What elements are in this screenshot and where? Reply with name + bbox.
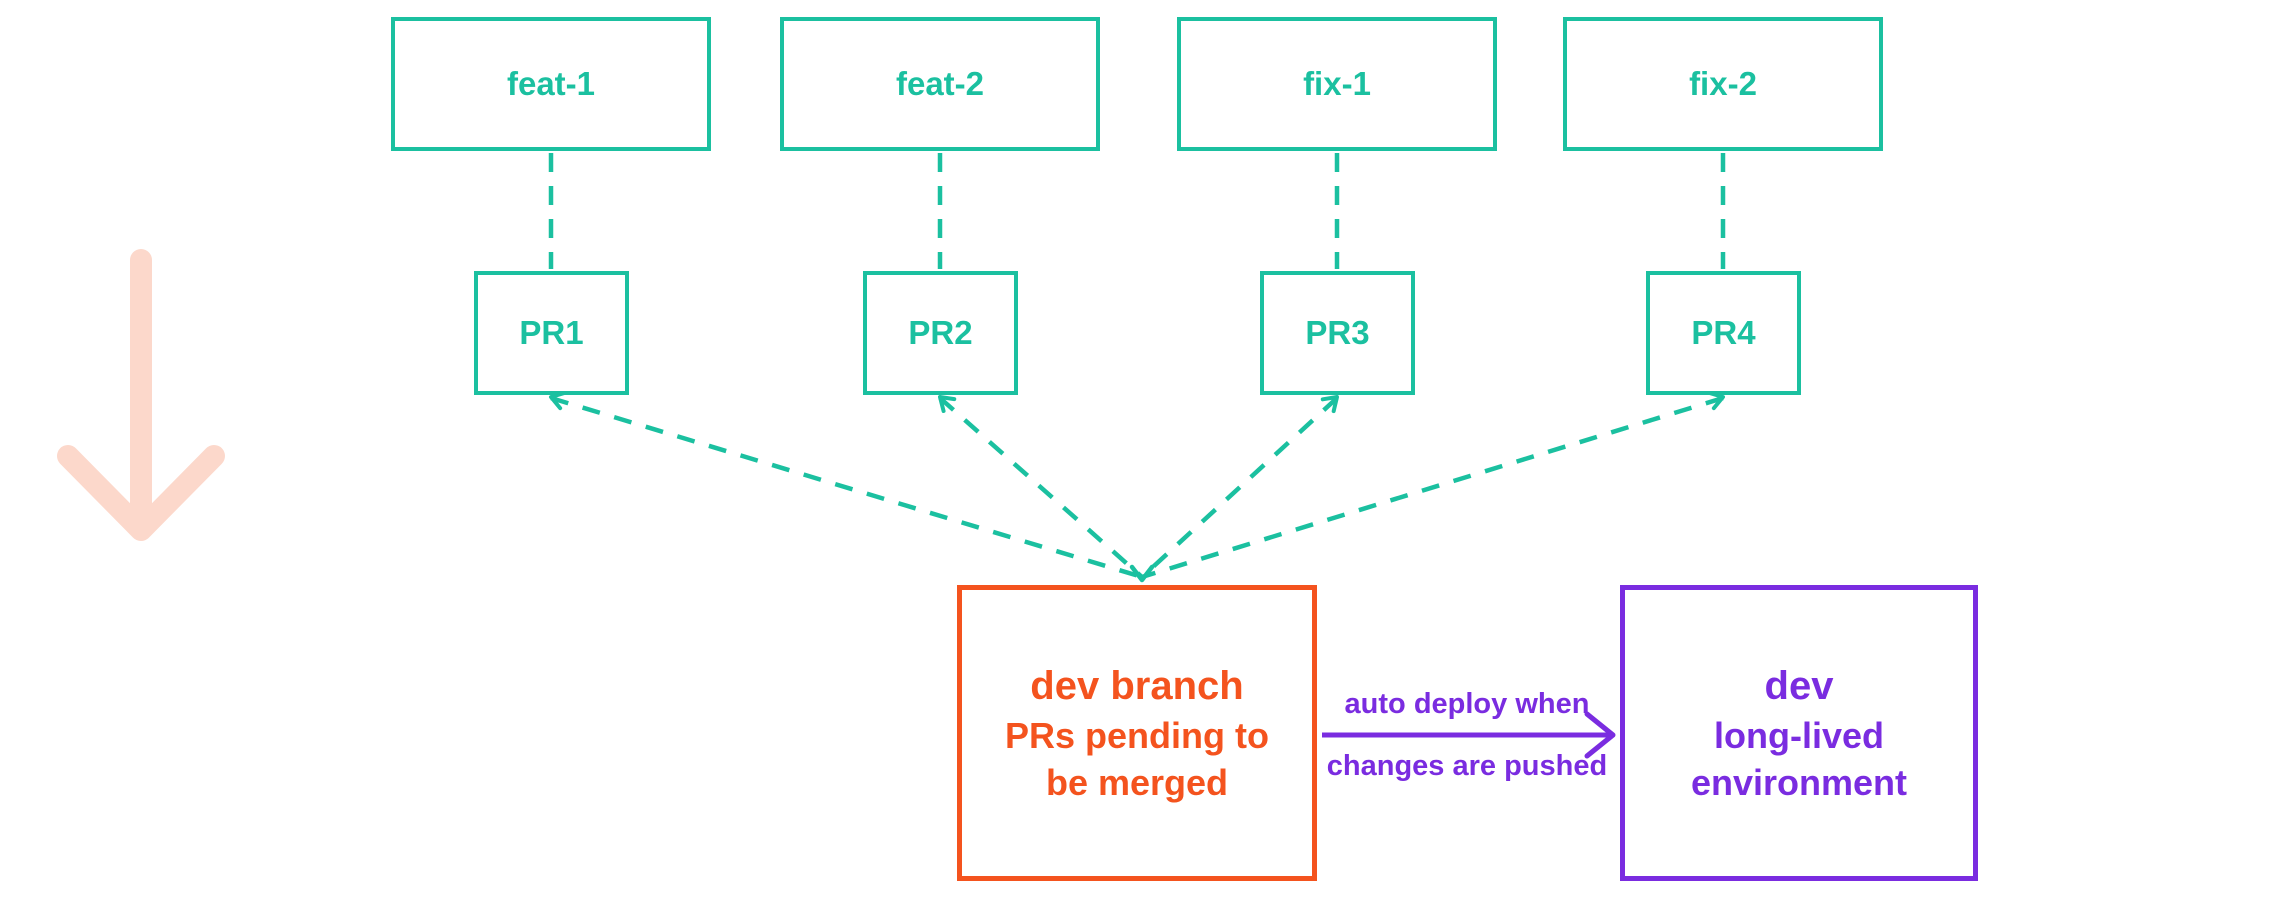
dev-environment-title: dev — [1764, 664, 1834, 708]
dev-branch-title: dev branch — [1030, 660, 1243, 712]
dev-environment-subtitle-line1: long-lived — [1714, 715, 1884, 756]
branch-box-feat-1: feat-1 — [391, 17, 711, 151]
pr-box-pr1: PR1 — [474, 271, 629, 395]
pr-label: PR3 — [1305, 314, 1370, 351]
pr-box-pr3: PR3 — [1260, 271, 1415, 395]
branch-to-pr-connectors — [548, 153, 1726, 269]
pr-connector-start-arrowheads — [549, 390, 1725, 414]
dev-branch-box: dev branch PRs pending to be merged — [957, 585, 1317, 881]
pr-label: PR1 — [519, 314, 584, 351]
dashed-connector-pr2-dev — [938, 396, 1144, 579]
dev-branch-title-rest: branch — [1099, 664, 1244, 708]
pr-label: PR2 — [908, 314, 973, 351]
deploy-arrowhead — [1584, 711, 1616, 759]
dev-branch-subtitle-line1: PRs pending to — [1005, 715, 1269, 756]
pr-to-dev-connectors — [550, 395, 1724, 580]
pr2-arrow-tick — [938, 395, 957, 413]
branch-label: feat-1 — [506, 65, 596, 102]
branch-label: feat-2 — [895, 65, 985, 102]
dev-branch-title-bold: dev — [1030, 664, 1100, 708]
deploy-arrow-label-line1: auto deploy when — [1344, 688, 1590, 720]
branch-box-feat-2: feat-2 — [780, 17, 1100, 151]
branch-label: fix-2 — [1689, 65, 1757, 102]
dashed-connector-pr4-dev — [1141, 395, 1724, 580]
branch-label: fix-1 — [1303, 65, 1371, 102]
branch-box-fix-2: fix-2 — [1563, 17, 1883, 151]
merge-arrowhead — [1129, 564, 1155, 583]
deploy-arrow — [1322, 711, 1616, 759]
dashed-connector-pr3-dev — [1140, 396, 1339, 579]
pr3-arrow-tick — [1320, 395, 1339, 414]
dev-environment-box: dev long-lived environment — [1620, 585, 1978, 881]
dev-branch-subtitle-line2: be merged — [1045, 762, 1229, 803]
branch-box-fix-1: fix-1 — [1177, 17, 1497, 151]
pr-box-pr2: PR2 — [863, 271, 1018, 395]
flow-direction-down-icon — [57, 249, 225, 541]
dev-environment-subtitle-line2: environment — [1690, 762, 1908, 803]
deploy-arrow-label-line2: changes are pushed — [1326, 750, 1608, 782]
flow-arrow-head — [57, 445, 225, 541]
dashed-connector-pr1-dev — [550, 395, 1143, 580]
pr-label: PR4 — [1691, 314, 1756, 351]
pr-box-pr4: PR4 — [1646, 271, 1801, 395]
